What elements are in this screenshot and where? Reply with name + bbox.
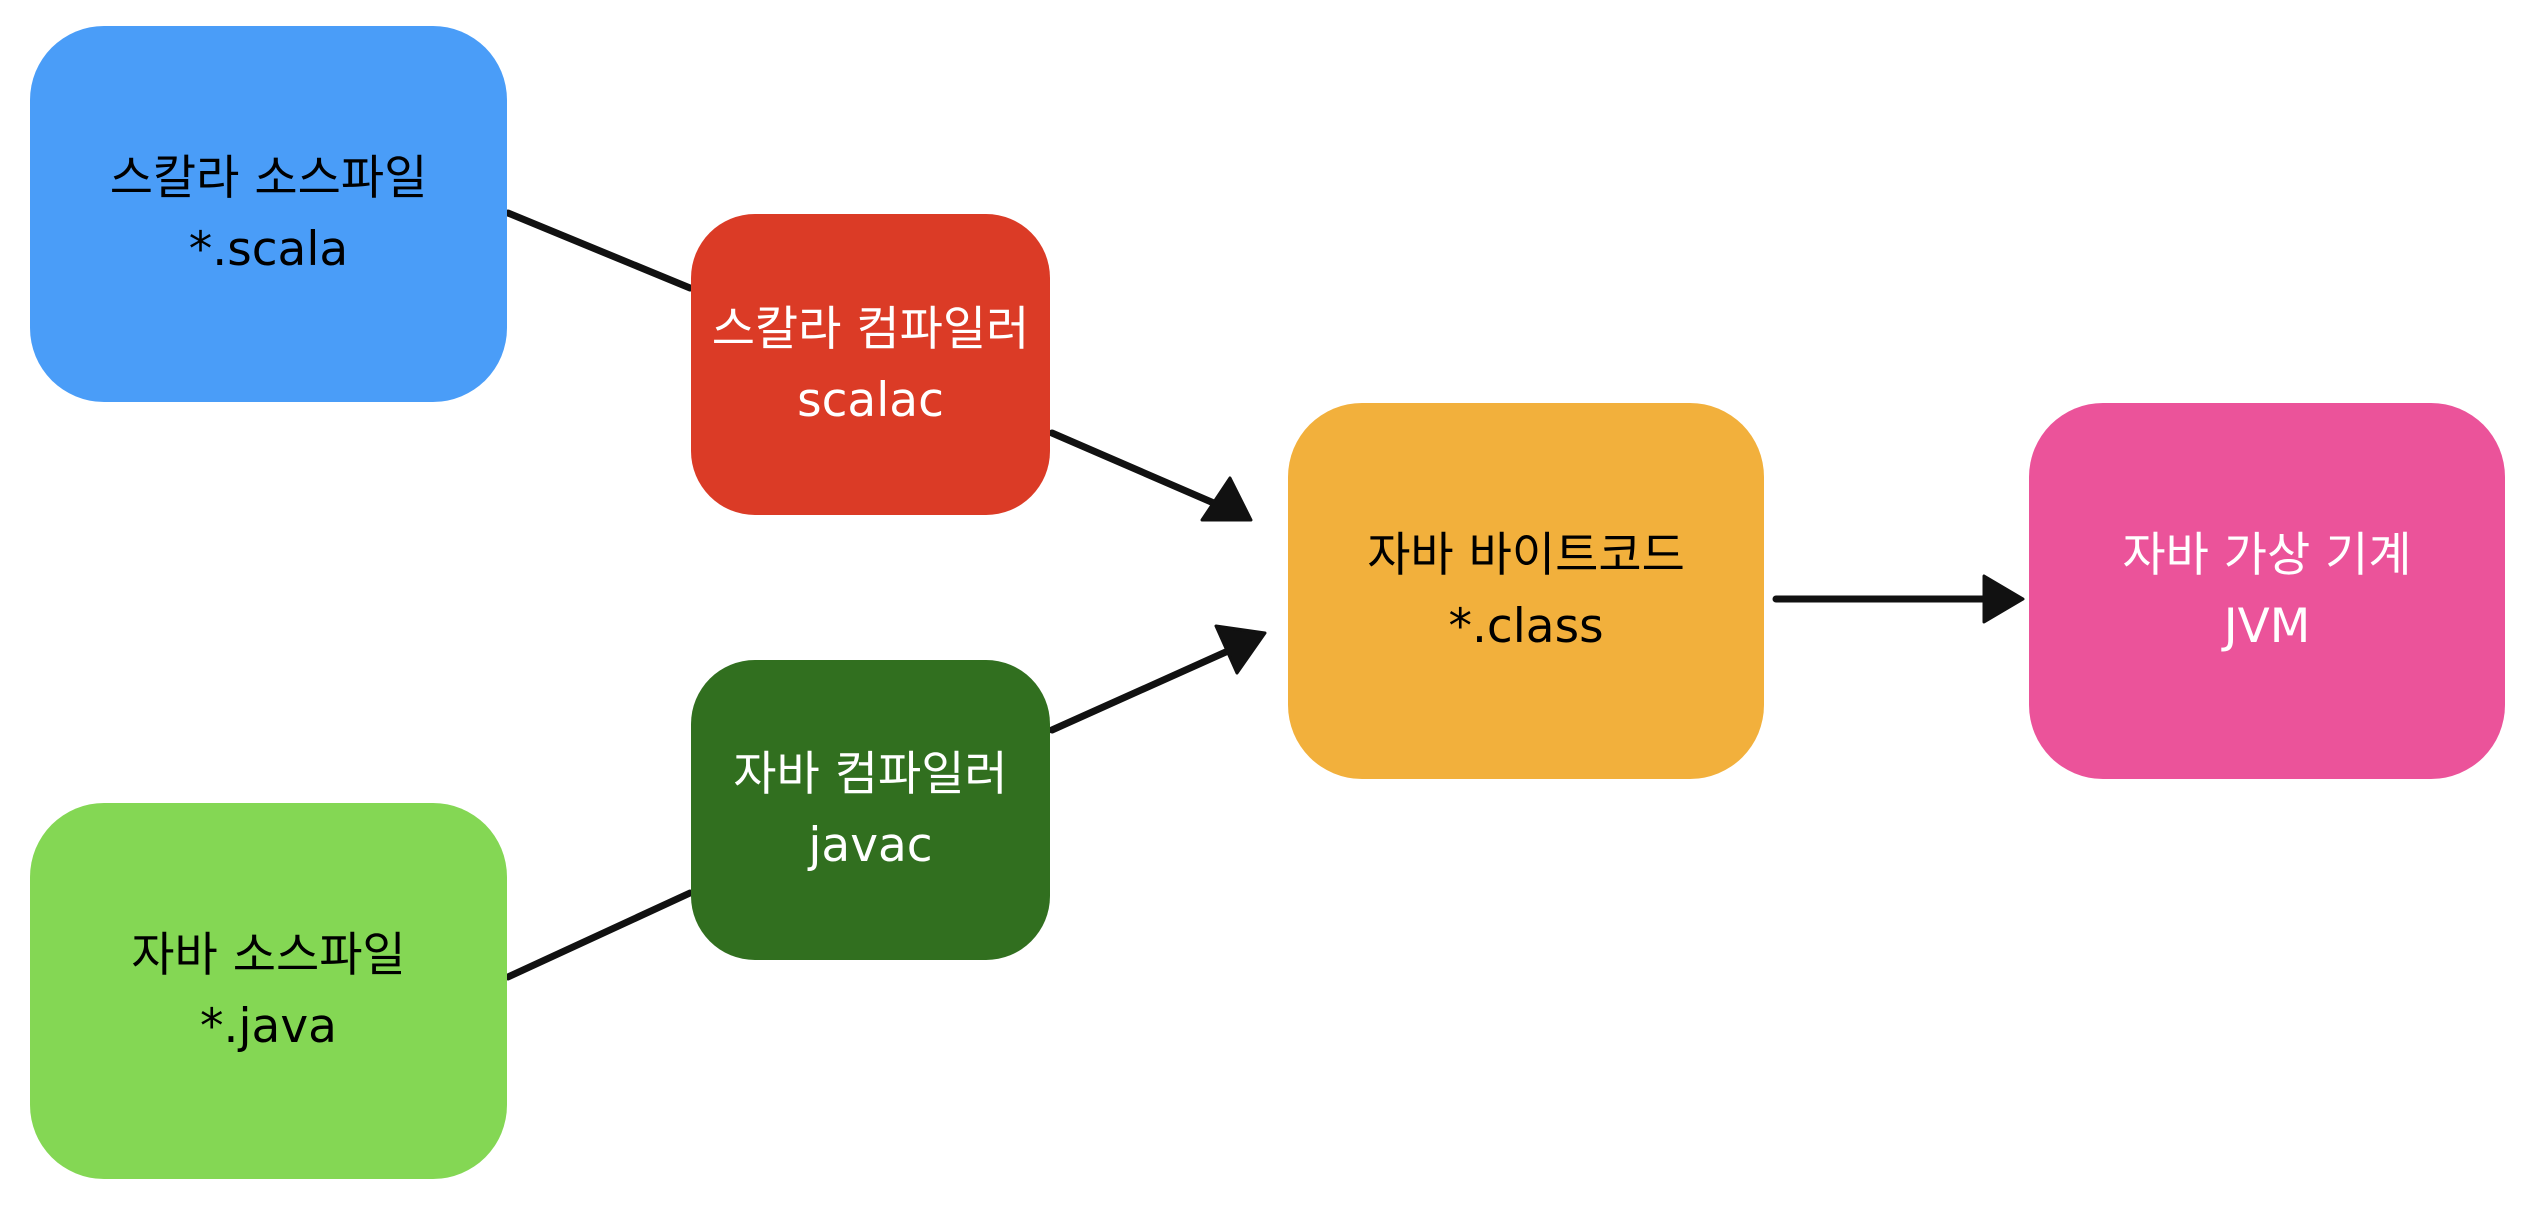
node-title: 자바 가상 기계 bbox=[2122, 528, 2412, 583]
node-command: scalac bbox=[797, 372, 944, 428]
node-extension: *.scala bbox=[188, 222, 349, 277]
java-source-file-node: 자바 소스파일 *.java bbox=[30, 803, 507, 1179]
scala-compiler-node: 스칼라 컴파일러 scalac bbox=[691, 214, 1050, 515]
edge-bytecode-to-jvm bbox=[1772, 574, 2025, 624]
node-extension: *.class bbox=[1448, 599, 1604, 654]
node-command: javac bbox=[808, 818, 933, 873]
arrowhead-icon bbox=[1982, 574, 2025, 624]
arrowhead-icon bbox=[1200, 476, 1253, 522]
jvm-node: 자바 가상 기계 JVM bbox=[2029, 403, 2505, 779]
edge-scala-source-to-scala-compiler bbox=[504, 209, 694, 292]
edge-line bbox=[1048, 647, 1232, 734]
edge-line bbox=[504, 889, 694, 981]
scala-source-file-node: 스칼라 소스파일 *.scala bbox=[30, 26, 507, 402]
arrowhead-icon bbox=[1214, 624, 1267, 675]
node-extension: *.java bbox=[200, 999, 337, 1054]
edge-java-source-to-java-compiler bbox=[504, 889, 694, 981]
node-abbreviation: JVM bbox=[2223, 599, 2311, 654]
edge-line bbox=[504, 209, 694, 292]
java-compiler-node: 자바 컴파일러 javac bbox=[691, 660, 1050, 960]
node-title: 자바 소스파일 bbox=[131, 928, 406, 983]
edge-scala-compiler-to-bytecode bbox=[1048, 429, 1253, 522]
node-title: 자바 바이트코드 bbox=[1367, 528, 1685, 583]
node-title: 스칼라 컴파일러 bbox=[711, 301, 1030, 357]
node-title: 스칼라 소스파일 bbox=[109, 151, 428, 206]
java-bytecode-node: 자바 바이트코드 *.class bbox=[1288, 403, 1764, 779]
edge-line bbox=[1048, 429, 1220, 508]
edge-java-compiler-to-bytecode bbox=[1048, 624, 1267, 734]
node-title: 자바 컴파일러 bbox=[733, 747, 1008, 802]
